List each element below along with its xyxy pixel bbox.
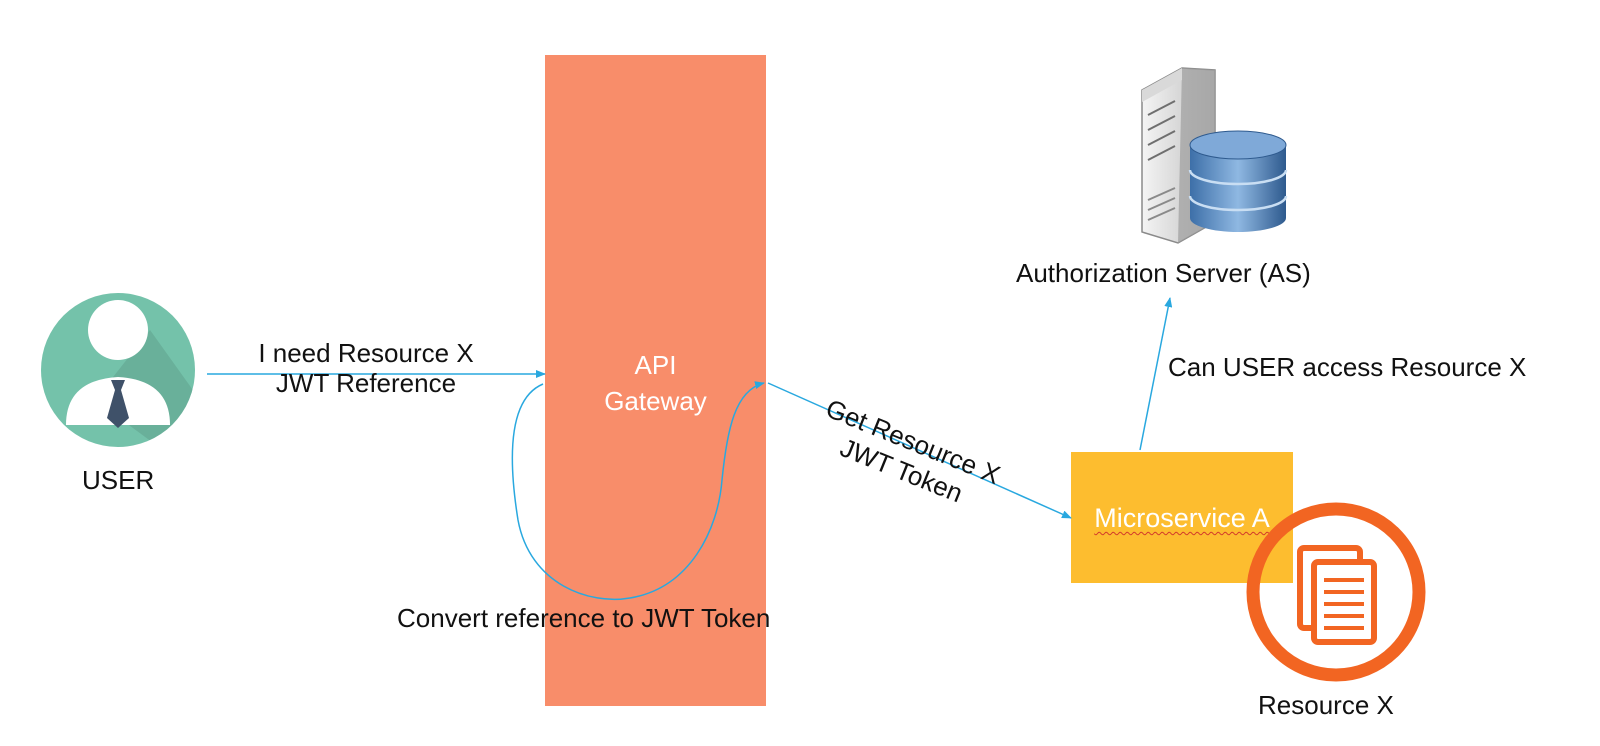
forward-arrow <box>767 382 1072 519</box>
api-gateway-block <box>545 55 766 706</box>
api-gateway-title-line2: Gateway <box>604 386 707 416</box>
request-arrow-label-line2: JWT Reference <box>275 368 457 398</box>
microservice-a-label: Microservice A <box>1071 502 1293 534</box>
api-gateway-title-line1: API <box>634 350 677 380</box>
convert-loop-label: Convert reference to JWT Token <box>397 603 771 633</box>
auth-arrow-label: Can USER access Resource X <box>1168 352 1527 382</box>
request-arrow-label: I need Resource X JWT Reference <box>216 338 516 398</box>
resource-document-icon <box>1246 502 1426 682</box>
authorization-server-icon <box>1141 67 1288 244</box>
microservice-a-text: Microservice A <box>1094 503 1270 533</box>
resource-x-label: Resource X <box>1258 690 1394 720</box>
request-arrow-label-line1: I need Resource X <box>258 338 474 368</box>
user-label: USER <box>82 465 155 495</box>
auth-arrow <box>1139 297 1173 451</box>
api-gateway-title: API Gateway <box>545 347 766 419</box>
user-icon <box>41 293 195 447</box>
convert-loop-arrow <box>511 381 765 601</box>
authorization-server-label: Authorization Server (AS) <box>1016 258 1311 288</box>
